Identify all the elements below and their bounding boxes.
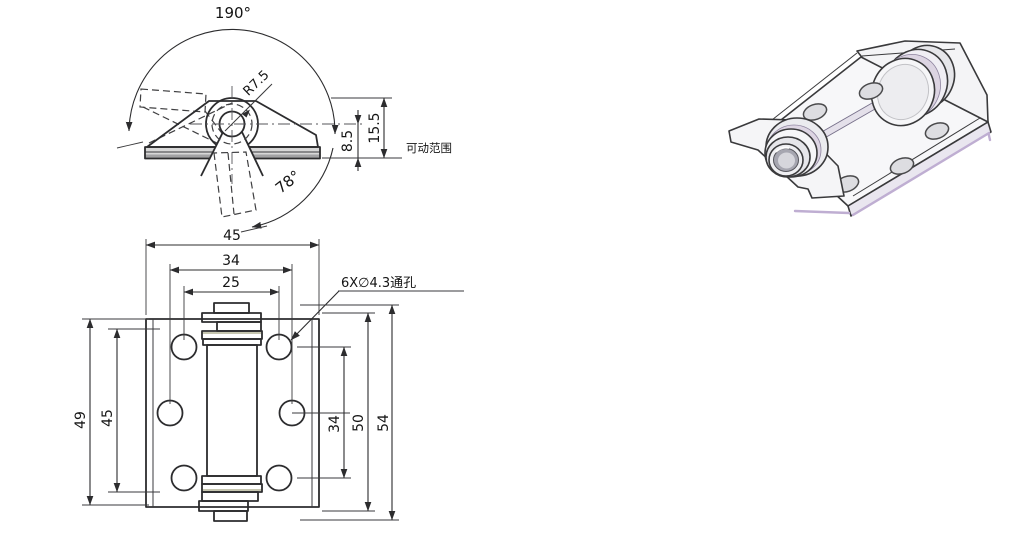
iso-view (728, 40, 992, 217)
dim-25-top: 25 (222, 275, 240, 291)
iso-near-wing (728, 117, 845, 199)
iso-near-bend-line (852, 117, 981, 197)
movable-range-note: 可动范围 (406, 141, 452, 155)
spring-barrel (198, 302, 263, 522)
top-cap (213, 302, 250, 314)
height-dims: 8.5 15.5 可动范围 (322, 97, 452, 171)
iso-boss-hole-bore (778, 152, 795, 169)
radius-label: R7.5 (241, 68, 273, 99)
angle-open-label: 78° (272, 167, 304, 198)
screw-holes (156, 333, 306, 492)
dim-8-5-label: 8.5 (340, 130, 356, 152)
hole-callout: 6X∅4.3通孔 (290, 276, 464, 341)
plan-left-dims: 49 45 (73, 318, 149, 506)
dim-45-left: 45 (100, 409, 116, 427)
plan-top-dims: 45 34 25 (145, 228, 320, 404)
bottom-cap (213, 510, 248, 522)
angle-range-label: 190° (215, 4, 251, 22)
angle-range-dim: 190° (116, 4, 339, 149)
iso-far-flange-edge (762, 52, 858, 128)
radius-leader: R7.5 (224, 68, 273, 132)
iso-near-flange (793, 121, 992, 217)
dim-50-right: 50 (351, 414, 367, 432)
dim-34-right: 34 (327, 415, 343, 433)
dim-45-top: 45 (223, 228, 241, 244)
dim-15-5-label: 15.5 (367, 112, 383, 143)
plan-view: 45 34 25 6X∅4.3通孔 49 45 (73, 228, 464, 522)
dim-49-left: 49 (73, 411, 89, 429)
plan-right-dims: 34 50 54 (297, 304, 399, 521)
leaf-down-position-dashed (213, 151, 257, 218)
dim-54-right: 54 (376, 414, 392, 432)
side-view: R7.5 190° 78° 8.5 15.5 可动范围 (116, 4, 452, 233)
dim-34-top: 34 (222, 253, 240, 269)
hole-callout-label: 6X∅4.3通孔 (341, 276, 416, 291)
iso-far-cap (870, 44, 956, 127)
wing-profile (146, 100, 319, 148)
